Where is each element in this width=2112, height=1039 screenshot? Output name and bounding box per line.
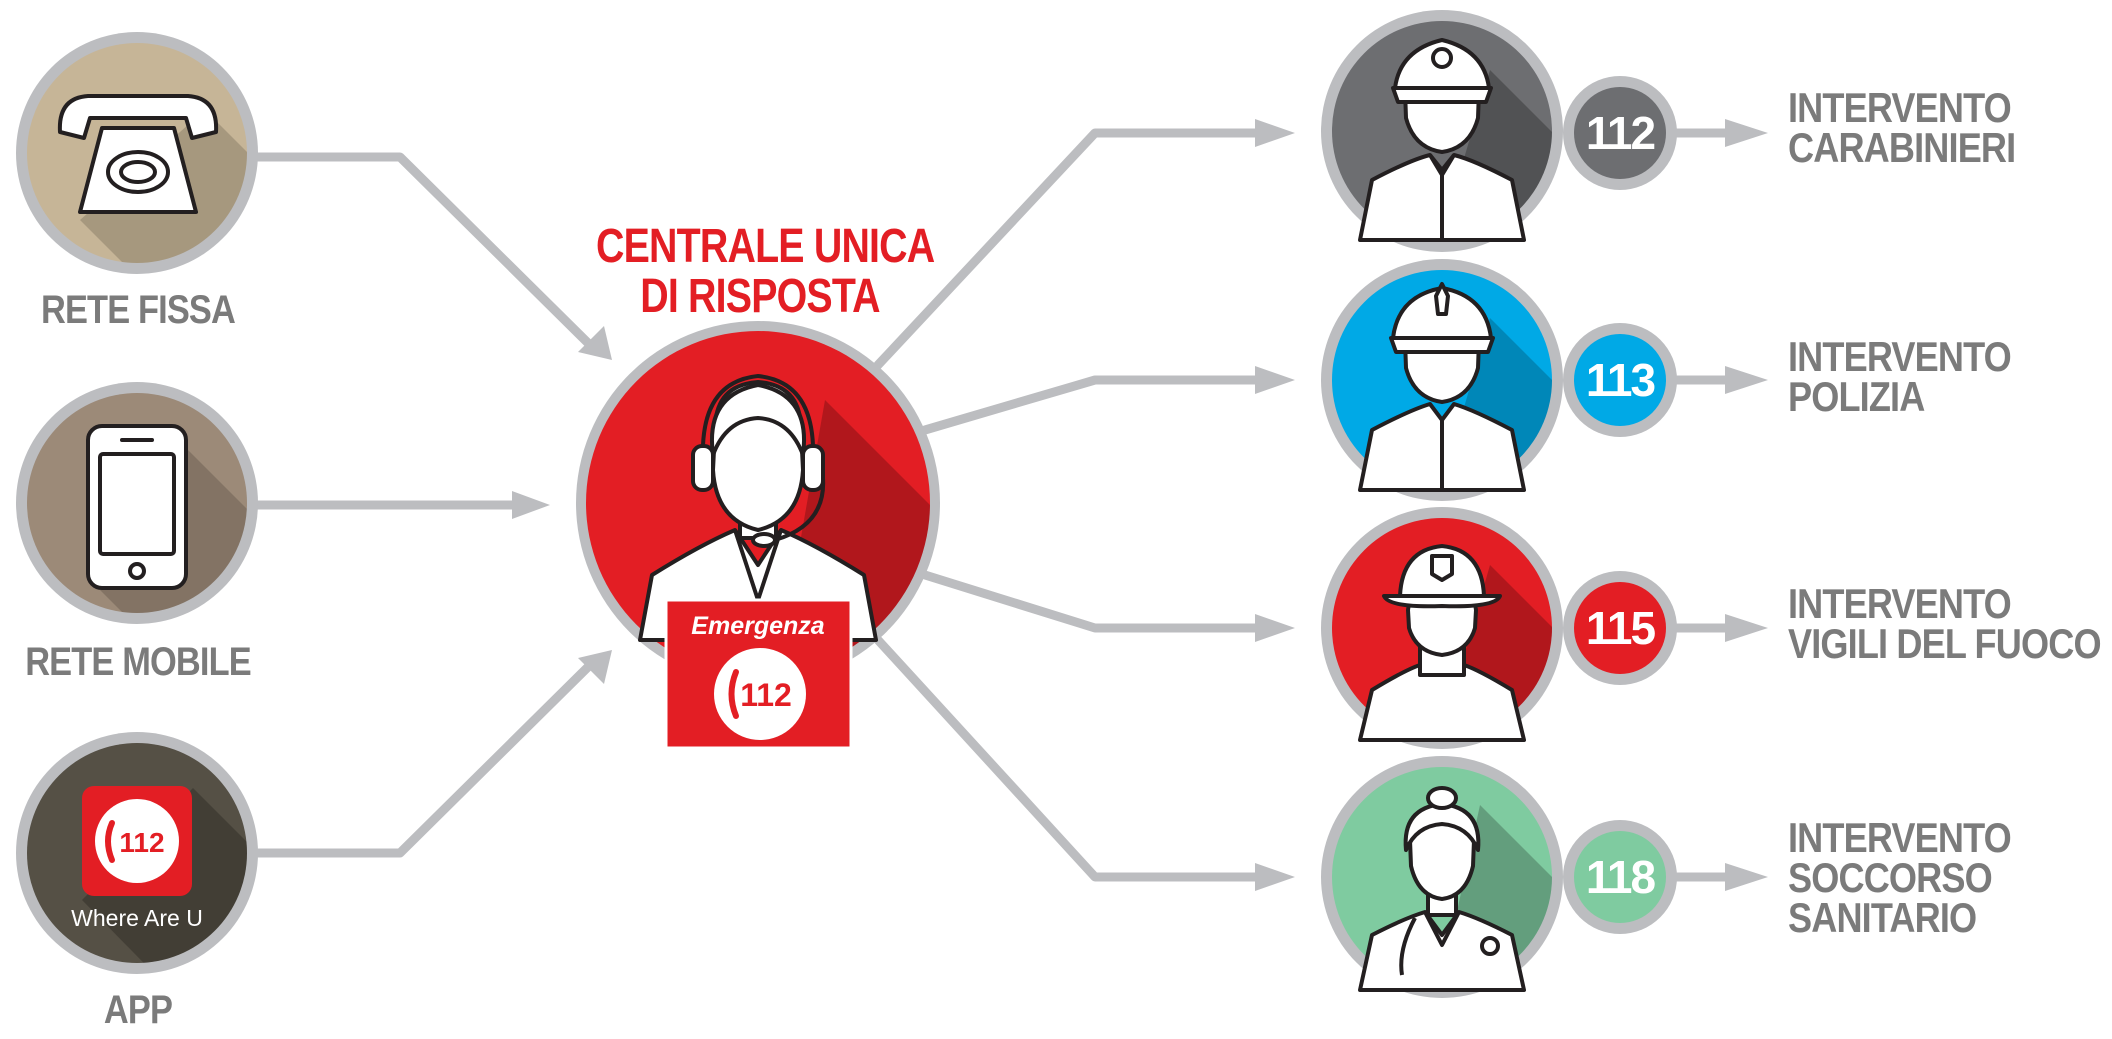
output-label-carabinieri: INTERVENTO CARABINIERI xyxy=(1788,84,2016,171)
badge-113-number: 113 xyxy=(1586,354,1655,406)
police-officer-icon xyxy=(1358,282,1526,492)
smartphone-icon xyxy=(86,424,188,590)
emergenza-label: Emergenza xyxy=(691,612,824,640)
output-label-polizia-line2: POLIZIA xyxy=(1788,373,1925,420)
source-label-app: APP xyxy=(103,988,173,1032)
arrow-out-112 xyxy=(1725,119,1768,147)
output-label-sanitario-line2: SOCCORSO xyxy=(1788,854,1993,901)
output-label-polizia-line1: INTERVENTO xyxy=(1788,333,2012,380)
badge-118-number: 118 xyxy=(1586,851,1656,903)
app-number: 112 xyxy=(119,827,164,858)
output-label-vigili: INTERVENTO VIGILI DEL FUOCO xyxy=(1788,580,2102,667)
source-label-rete-fissa: RETE FISSA xyxy=(40,288,236,332)
arrow-into-center-top xyxy=(578,326,612,360)
badge-113 xyxy=(1574,334,1666,426)
badge-112 xyxy=(1574,87,1666,179)
connector-vigili xyxy=(920,570,1260,633)
output-label-sanitario: INTERVENTO SOCCORSO SANITARIO xyxy=(1788,814,2012,941)
source-rete-mobile xyxy=(16,382,258,624)
service-polizia: 113 xyxy=(1321,259,1677,501)
central-operator: Emergenza 112 xyxy=(576,321,940,750)
connector-lines xyxy=(250,128,1730,882)
output-label-carabinieri-line1: INTERVENTO xyxy=(1788,84,2012,131)
connector-polizia xyxy=(920,375,1260,435)
output-label-sanitario-line1: INTERVENTO xyxy=(1788,814,2012,861)
arrow-out-118 xyxy=(1725,863,1768,891)
app-icon: 112 xyxy=(82,786,192,896)
source-label-rete-mobile: RETE MOBILE xyxy=(25,640,251,684)
arrow-into-center-bottom xyxy=(578,650,612,684)
central-title-line2: DI RISPOSTA xyxy=(640,270,880,323)
emergenza-sign: Emergenza 112 xyxy=(664,598,853,750)
connector-sanitario xyxy=(873,635,1260,882)
arrow-to-polizia xyxy=(1255,366,1295,394)
output-label-vigili-line2: VIGILI DEL FUOCO xyxy=(1788,620,2102,667)
service-vigili-del-fuoco: 115 xyxy=(1321,507,1677,749)
source-rete-fissa xyxy=(16,32,258,274)
app-caption: Where Are U xyxy=(71,905,203,931)
output-label-carabinieri-line2: CARABINIERI xyxy=(1788,124,2016,171)
connector-rete-fissa xyxy=(250,152,595,350)
output-label-sanitario-line3: SANITARIO xyxy=(1788,894,1977,941)
arrow-to-sanitario xyxy=(1255,863,1295,891)
output-label-vigili-line1: INTERVENTO xyxy=(1788,580,2012,627)
source-app: 112 Where Are U xyxy=(16,732,258,974)
service-carabinieri: 112 xyxy=(1321,10,1677,252)
service-soccorso-sanitario: 118 xyxy=(1321,756,1677,998)
badge-118 xyxy=(1574,831,1666,923)
badge-112-number: 112 xyxy=(1586,107,1655,159)
arrow-into-center-mid xyxy=(512,491,550,519)
central-title-line1: CENTRALE UNICA xyxy=(596,220,935,273)
telephone-icon xyxy=(57,94,219,214)
arrow-to-carabinieri xyxy=(1255,119,1295,147)
arrow-to-vigili xyxy=(1255,614,1295,642)
connector-app xyxy=(250,660,595,858)
arrowheads xyxy=(512,119,1768,891)
central-title: CENTRALE UNICA DI RISPOSTA xyxy=(596,220,935,323)
nurse-icon xyxy=(1358,786,1526,992)
output-label-polizia: INTERVENTO POLIZIA xyxy=(1788,333,2012,420)
firefighter-icon xyxy=(1358,544,1526,742)
arrow-out-115 xyxy=(1725,614,1768,642)
emergenza-number: 112 xyxy=(740,677,792,713)
connector-carabinieri xyxy=(873,128,1260,370)
arrow-out-113 xyxy=(1725,366,1768,394)
carabiniere-icon xyxy=(1358,38,1526,242)
badge-115-number: 115 xyxy=(1586,602,1656,654)
badge-115 xyxy=(1574,582,1666,674)
